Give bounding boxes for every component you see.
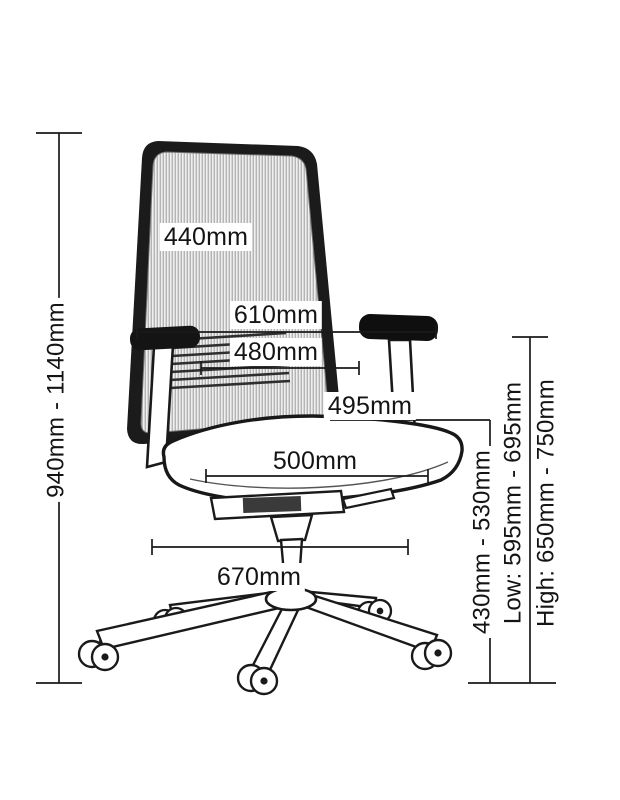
dim-back-width: 440mm — [159, 223, 253, 251]
dim-base-width: 670mm — [212, 563, 306, 591]
dim-seat-depth: 500mm — [268, 447, 362, 475]
dim-armrest-inner-span: 480mm — [229, 338, 323, 366]
dim-armrest-height-high: High: 650mm - 750mm — [533, 375, 561, 631]
seat-mechanism — [209, 487, 396, 521]
dim-armrest-height-low: Low: 595mm - 695mm — [500, 377, 528, 629]
caster-left — [77, 639, 120, 672]
caster-front — [236, 663, 279, 696]
base — [77, 586, 453, 696]
dim-overall-height: 940mm - 1140mm — [43, 298, 71, 502]
caster-right — [410, 638, 453, 671]
dim-armrest-outer-span: 610mm — [229, 301, 323, 329]
dimension-lines — [36, 132, 556, 684]
dim-seat-height: 430mm - 530mm — [469, 446, 497, 638]
dim-seat-width: 495mm — [323, 392, 417, 420]
